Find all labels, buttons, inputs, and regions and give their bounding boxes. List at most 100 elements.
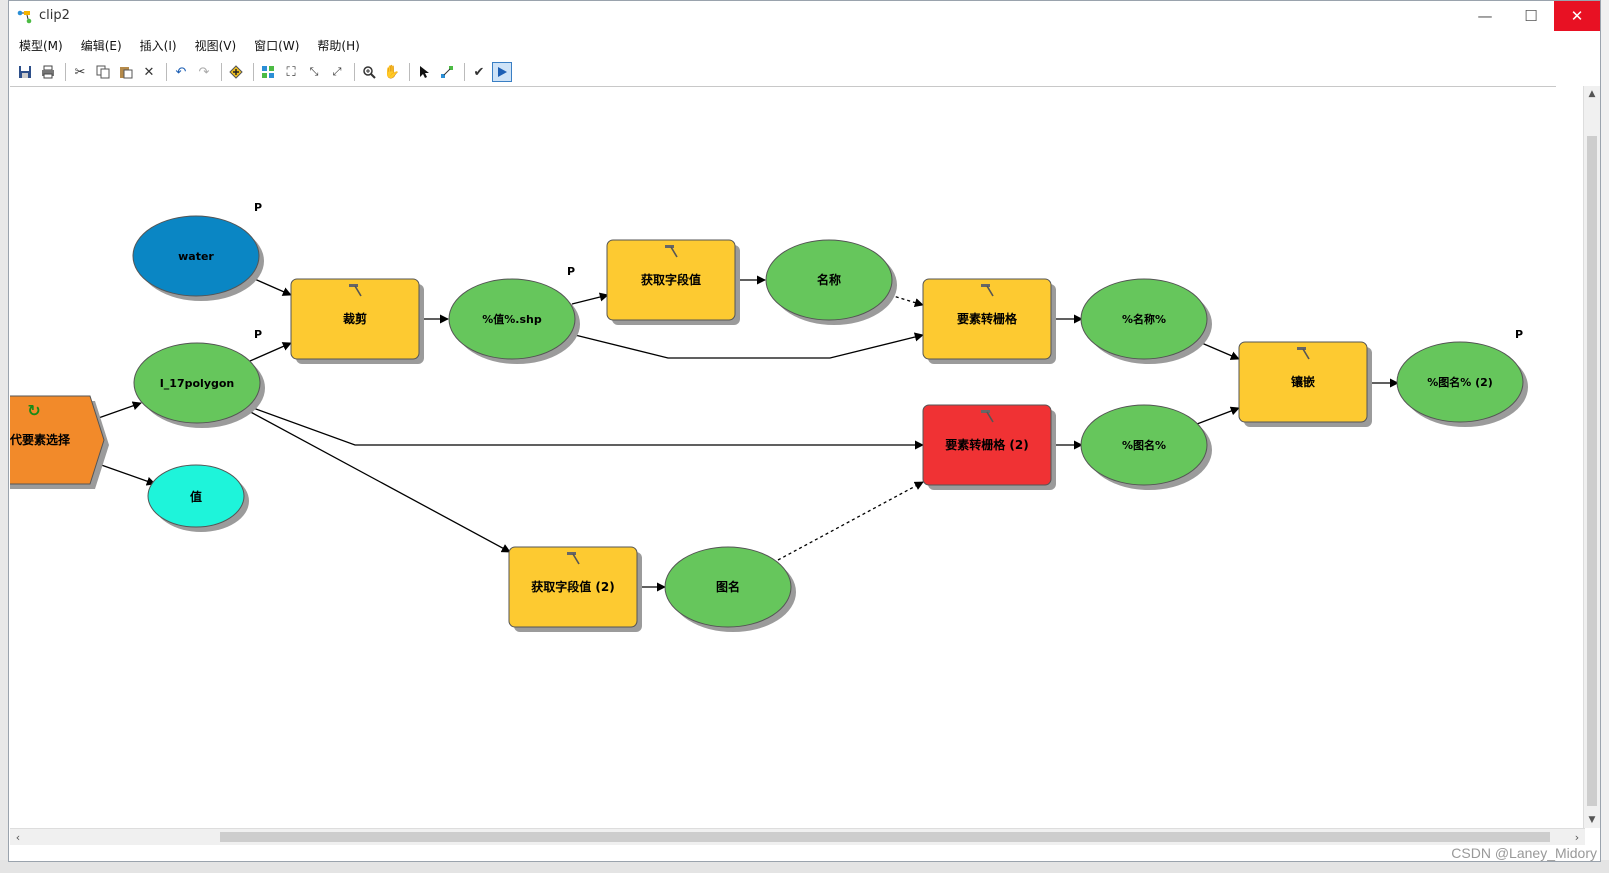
model-canvas[interactable]: water P I_17polygon P ↻ 代要素选择 值 (10, 86, 1556, 829)
connector[interactable] (249, 276, 292, 296)
node-mosaic-tool[interactable]: 镶嵌 (1238, 341, 1372, 427)
connector[interactable] (244, 408, 511, 553)
node-iterator-label: 代要素选择 (10, 432, 71, 447)
toolbar-separator (354, 63, 355, 81)
node-map-name-output-label: %图名% (1122, 438, 1166, 452)
connector[interactable] (249, 342, 292, 362)
minimize-button[interactable]: — (1477, 7, 1493, 25)
parameter-marker: P (254, 328, 262, 341)
add-data-icon[interactable] (226, 62, 246, 82)
select-icon[interactable] (414, 62, 434, 82)
connector[interactable] (1196, 340, 1240, 360)
toolbar-separator (464, 63, 465, 81)
node-clip-output-label: %值%.shp (482, 312, 542, 326)
horizontal-scroll-thumb[interactable] (220, 832, 1550, 842)
full-extent-icon[interactable]: ⛶ (286, 64, 296, 80)
node-iterator[interactable]: ↻ 代要素选择 (10, 395, 109, 489)
toolbar: ✂ ✕ ↶ ↷ ⛶ ⤡ ⤢ ✋ ✔ (9, 59, 1600, 85)
horizontal-scrollbar[interactable]: ‹ › (10, 828, 1585, 845)
print-icon[interactable] (38, 62, 58, 82)
connector-precondition[interactable] (889, 294, 924, 307)
vertical-scroll-thumb[interactable] (1587, 136, 1597, 806)
model-diagram: water P I_17polygon P ↻ 代要素选择 值 (10, 201, 1528, 632)
toolbar-separator (253, 63, 254, 81)
fixed-zoom-in-icon[interactable]: ⤡ (309, 65, 319, 78)
toolbar-separator (65, 63, 66, 81)
node-mosaic-output-label: %图名% (2) (1427, 375, 1493, 389)
cut-icon[interactable]: ✂ (74, 64, 86, 80)
connect-icon[interactable] (437, 62, 457, 82)
node-name-output-label: %名称% (1122, 312, 1166, 326)
background-app-bottom (0, 860, 1609, 873)
node-to-raster-label: 要素转栅格 (957, 311, 1018, 326)
pan-icon[interactable]: ✋ (383, 64, 401, 80)
title-bar[interactable]: clip2 — ☐ ✕ (9, 1, 1600, 33)
menu-model[interactable]: 模型(M) (19, 38, 63, 53)
node-clip-tool[interactable]: 裁剪 (290, 278, 424, 364)
node-mosaic-output[interactable]: %图名% (2) P (1396, 328, 1528, 427)
connector[interactable] (571, 292, 609, 305)
parameter-marker: P (567, 265, 575, 278)
node-map-name-label: 图名 (716, 579, 740, 594)
maximize-button[interactable]: ☐ (1524, 7, 1538, 25)
node-value[interactable]: 值 (147, 464, 249, 532)
scroll-right-icon[interactable]: › (1574, 830, 1580, 844)
node-clip-output[interactable]: %值%.shp P (448, 265, 580, 364)
node-mosaic-label: 镶嵌 (1291, 374, 1315, 389)
toolbar-separator (166, 63, 167, 81)
node-map-name[interactable]: 图名 (664, 546, 796, 632)
paste-icon[interactable] (116, 62, 136, 82)
connector-precondition[interactable] (777, 481, 924, 561)
menu-insert[interactable]: 插入(I) (139, 38, 177, 53)
node-to-raster-tool[interactable]: 要素转栅格 (922, 278, 1056, 364)
connector[interactable] (1196, 406, 1240, 425)
fixed-zoom-out-icon[interactable]: ⤢ (332, 65, 342, 78)
model-builder-icon (17, 10, 32, 24)
model-builder-window: clip2 — ☐ ✕ 模型(M) 编辑(E) 插入(I) 视图(V) 窗口(W… (8, 0, 1601, 862)
menu-window[interactable]: 窗口(W) (254, 38, 300, 53)
toolbar-separator (221, 63, 222, 81)
node-getfield-tool[interactable]: 获取字段值 (606, 239, 740, 325)
menu-view[interactable]: 视图(V) (194, 38, 237, 53)
window-title: clip2 (39, 8, 70, 23)
close-button[interactable]: ✕ (1554, 1, 1600, 31)
node-polygon[interactable]: I_17polygon P (133, 328, 265, 428)
node-to-raster-2-label: 要素转栅格 (2) (945, 437, 1029, 452)
node-map-name-output[interactable]: %图名% (1080, 404, 1212, 490)
connector[interactable] (244, 404, 924, 450)
node-name-label: 名称 (817, 272, 841, 287)
redo-icon[interactable]: ↷ (198, 64, 210, 80)
node-polygon-label: I_17polygon (160, 377, 235, 390)
node-name-output[interactable]: %名称% (1080, 278, 1212, 364)
parameter-marker: P (1515, 328, 1523, 341)
node-clip-label: 裁剪 (343, 311, 367, 326)
menu-edit[interactable]: 编辑(E) (80, 38, 122, 53)
scroll-up-icon[interactable]: ▲ (1588, 89, 1596, 99)
node-getfield-2-tool[interactable]: 获取字段值 (2) (508, 546, 642, 632)
watermark: CSDN @Laney_Midory (1451, 845, 1597, 861)
background-app-strip (0, 0, 10, 873)
zoom-in-icon[interactable] (359, 62, 379, 82)
node-getfield-label: 获取字段值 (640, 272, 701, 287)
scroll-down-icon[interactable]: ▼ (1588, 815, 1596, 825)
vertical-scrollbar[interactable]: ▲ ▼ (1583, 86, 1600, 828)
node-water-label: water (178, 250, 214, 263)
delete-icon[interactable]: ✕ (143, 64, 155, 80)
save-icon[interactable] (15, 62, 35, 82)
validate-icon[interactable]: ✔ (473, 64, 485, 80)
node-to-raster-2-tool[interactable]: 要素转栅格 (2) (922, 404, 1056, 490)
undo-icon[interactable]: ↶ (175, 64, 187, 80)
menu-bar: 模型(M) 编辑(E) 插入(I) 视图(V) 窗口(W) 帮助(H) (9, 34, 1600, 56)
node-value-label: 值 (190, 489, 202, 504)
menu-help[interactable]: 帮助(H) (317, 38, 360, 53)
connector[interactable] (574, 332, 924, 359)
toolbar-separator (409, 63, 410, 81)
scroll-left-icon[interactable]: ‹ (15, 830, 21, 844)
run-icon[interactable] (492, 62, 512, 82)
parameter-marker: P (254, 201, 262, 214)
node-getfield-2-label: 获取字段值 (2) (530, 579, 615, 594)
auto-layout-icon[interactable] (258, 62, 278, 82)
copy-icon[interactable] (93, 62, 113, 82)
node-water[interactable]: water P (132, 201, 264, 301)
node-name[interactable]: 名称 (765, 239, 897, 325)
